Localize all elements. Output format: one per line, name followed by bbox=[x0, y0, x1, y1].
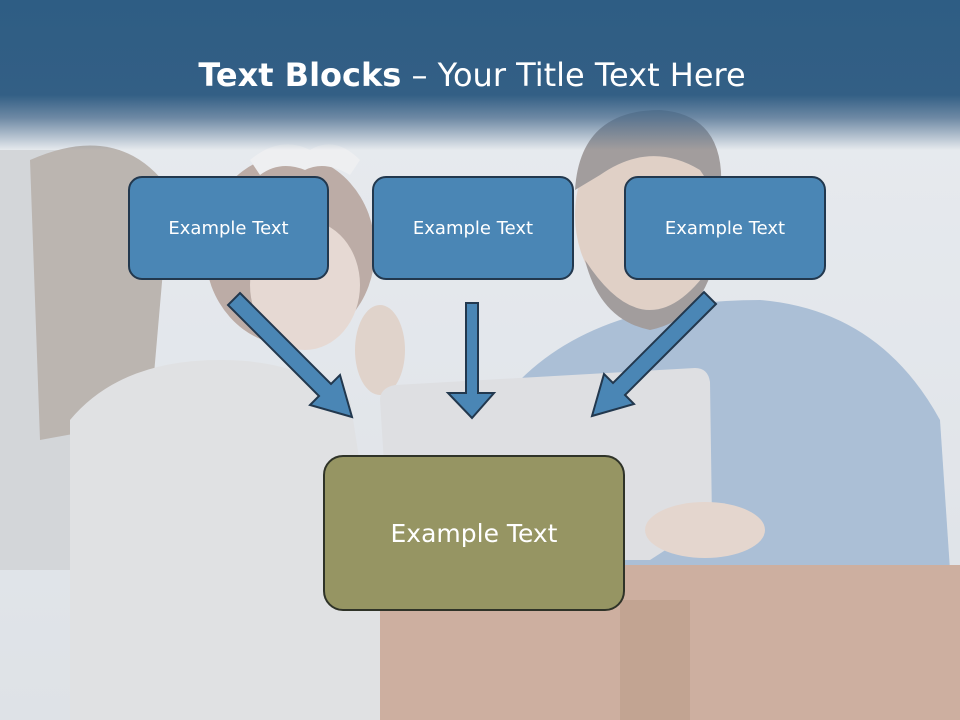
arrow-down-left-icon bbox=[590, 290, 718, 418]
top-box-center[interactable]: Example Text bbox=[372, 176, 574, 280]
top-box-right[interactable]: Example Text bbox=[624, 176, 826, 280]
arrow-down-icon bbox=[445, 302, 497, 420]
title-rest: Your Title Text Here bbox=[437, 56, 746, 94]
top-box-left-label: Example Text bbox=[168, 217, 289, 239]
title-band bbox=[0, 0, 960, 150]
slide-title: Text Blocks – Your Title Text Here bbox=[0, 52, 944, 98]
title-bold-part: Text Blocks bbox=[198, 56, 402, 94]
top-box-right-label: Example Text bbox=[664, 217, 786, 239]
arrow-down-right-icon bbox=[226, 291, 354, 419]
top-box-center-label: Example Text bbox=[412, 217, 534, 239]
title-separator: – bbox=[401, 56, 438, 94]
top-box-left[interactable]: Example Text bbox=[128, 176, 329, 280]
bottom-box-label: Example Text bbox=[390, 518, 558, 548]
bottom-box[interactable]: Example Text bbox=[323, 455, 625, 611]
